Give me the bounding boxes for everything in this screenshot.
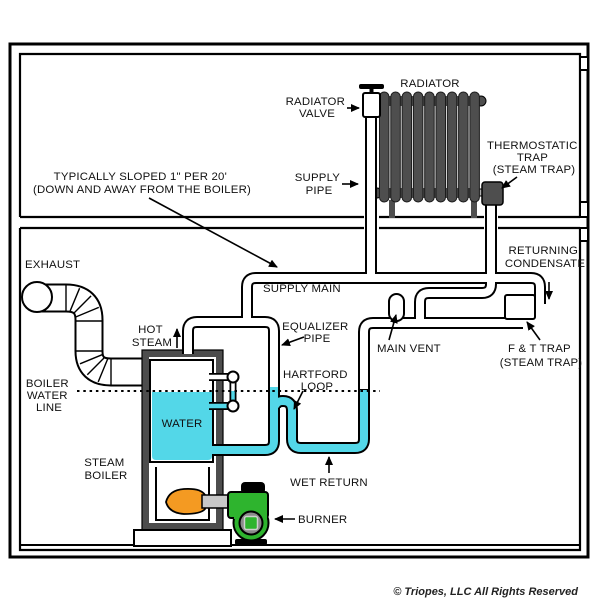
gauge-fitting: [226, 399, 240, 413]
slope-note-arrow: [148, 197, 278, 268]
ft-trap-arrow: [526, 321, 541, 341]
wet-piping: [212, 387, 370, 456]
equalizer-arrow: [281, 336, 305, 347]
thermostatic-trap-label: THERMOSTATIC TRAP (STEAM TRAP): [487, 140, 581, 176]
outer-wall: [8, 42, 590, 559]
duct-segment-lines: [65, 285, 112, 385]
burner-nozzle: [201, 494, 232, 509]
gauge-glass: [209, 370, 240, 413]
hartford-arrow: [293, 390, 304, 410]
burner-flame: [165, 487, 206, 515]
gauge-fitting: [226, 370, 240, 384]
main-vent: [388, 293, 405, 322]
annotation-arrows: [148, 104, 553, 523]
hot-steam-label: HOT STEAM: [132, 324, 172, 349]
steam-boiler: [133, 349, 232, 547]
boiler-water: [152, 392, 212, 460]
house-structure: [8, 42, 590, 559]
steam-boiler-label: STEAM BOILER: [84, 457, 128, 482]
radiator-valve-label: RADIATOR VALVE: [286, 96, 349, 120]
exhaust-vent-opening: [21, 281, 53, 313]
condensate-drop-pipe: [414, 204, 497, 320]
wall-notch: [579, 227, 589, 242]
equalizer-pipe-label: EQUALIZER PIPE: [282, 321, 352, 345]
radiator-fins: [379, 91, 480, 203]
ft-trap: [504, 294, 536, 320]
main-vent-arrow: [388, 314, 398, 341]
water-label: WATER: [162, 418, 203, 430]
steam-piping: [182, 116, 546, 393]
radiator: [371, 91, 489, 218]
basement-wall: [18, 228, 582, 552]
returning-condensate-label: RETURNING CONDENSATE: [505, 245, 585, 270]
radiator-leg: [389, 200, 395, 218]
supply-pipe-label: SUPPLY PIPE: [295, 172, 343, 197]
radiator-valve: [362, 92, 381, 118]
thermostatic-trap: [481, 181, 504, 206]
thermostatic-trap-arrow: [501, 176, 518, 189]
exhaust-duct: [21, 281, 148, 387]
hartford-loop-label: HARTFORD LOOP: [283, 369, 351, 393]
burner-feet: [235, 539, 267, 545]
boiler-water-line-label: BOILER WATER LINE: [26, 378, 72, 414]
ft-trap-label: F & T TRAP (STEAM TRAP): [500, 343, 583, 369]
copyright-text: © Triopes, LLC All Rights Reserved: [393, 586, 578, 598]
wall-notch: [579, 56, 589, 71]
valve-stem: [369, 88, 374, 94]
wet-return-label: WET RETURN: [290, 477, 368, 489]
exhaust-label: EXHAUST: [25, 259, 80, 271]
burner: [227, 482, 270, 545]
slope-note-label: TYPICALLY SLOPED 1" PER 20' (DOWN AND AW…: [33, 171, 251, 196]
wall-notch: [579, 201, 589, 218]
radiator-label: RADIATOR: [400, 78, 459, 90]
valve-handle: [359, 84, 384, 89]
supply-main-label: SUPPLY MAIN: [263, 283, 341, 295]
upper-room-wall: [18, 52, 582, 217]
burner-label: BURNER: [298, 514, 347, 526]
main-vent-label: MAIN VENT: [377, 343, 441, 355]
combustion-chamber: [155, 467, 210, 521]
boiler-base: [133, 529, 232, 547]
radiator-leg: [471, 200, 477, 218]
burner-inlet-port: [243, 515, 259, 531]
